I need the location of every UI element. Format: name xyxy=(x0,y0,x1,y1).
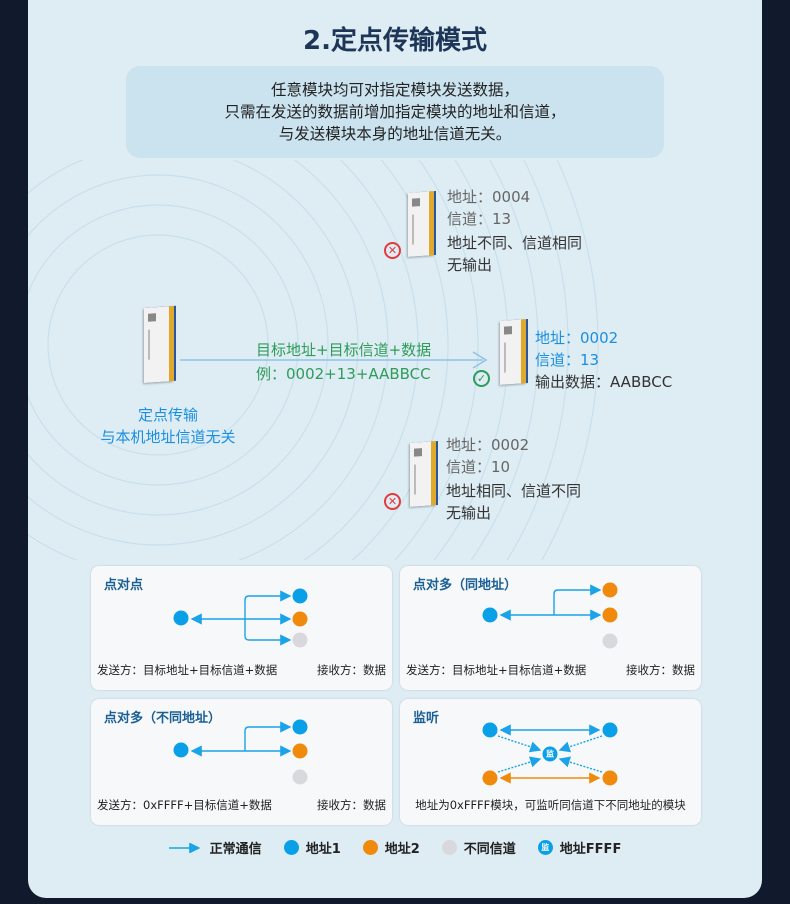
main-card: 2.定点传输模式 任意模块均可对指定模块发送数据， 只需在发送的数据前增加指定模… xyxy=(28,0,762,898)
fail-icon: ✕ xyxy=(384,242,401,259)
diff-channel-dot xyxy=(292,769,308,785)
intro-line: 与发送模块本身的地址信道无关。 xyxy=(278,125,512,143)
diff-channel-dot-icon xyxy=(441,840,457,855)
arrows xyxy=(190,721,292,757)
receiver-desc: 接收方：数据 xyxy=(317,798,386,812)
addr1-dot xyxy=(292,719,308,735)
addr2-dot xyxy=(292,743,308,759)
monitor-desc: 地址为0xFFFF模块，可监听同信道下不同地址的模块 xyxy=(415,798,686,812)
panel-footer: 发送方：目标地址+目标信道+数据 接收方：数据 xyxy=(406,662,695,678)
legend-label: 地址2 xyxy=(384,842,420,857)
link-example: 例：0002+13+AABBCC xyxy=(256,365,431,383)
addr1-dot-icon xyxy=(283,840,299,855)
receiver-result: 无输出 xyxy=(447,256,493,274)
legend-normal: 正常通信 xyxy=(168,838,262,857)
legend-ffff: 监地址FFFF xyxy=(537,838,622,857)
receiver-module xyxy=(408,191,434,257)
arrows xyxy=(499,584,602,621)
legend: 正常通信 地址1 地址2 不同信道 监地址FFFF xyxy=(28,838,762,857)
fail-icon: ✕ xyxy=(384,493,401,510)
receiver-channel: 信道：10 xyxy=(446,458,511,476)
diff-channel-dot xyxy=(292,632,308,648)
receiver-info: 地址：0002 信道：10 地址相同、信道不同 无输出 xyxy=(446,434,581,524)
receiver-note: 地址不同、信道相同 xyxy=(447,234,583,252)
receiver-note: 地址相同、信道不同 xyxy=(446,482,582,500)
arrow-icon xyxy=(168,842,201,853)
addr1-dot xyxy=(173,742,189,758)
link-format: 目标地址+目标信道+数据 xyxy=(256,341,432,359)
panel-footer: 地址为0xFFFF模块，可监听同信道下不同地址的模块 xyxy=(406,797,695,813)
legend-label: 不同信道 xyxy=(463,842,516,857)
panel-point-to-point: 点对点 发送方：目标地址+目标信道+数据 接收方：数据 xyxy=(91,566,392,690)
sender-module xyxy=(144,305,174,384)
panel-point-to-multi-diff: 点对多（不同地址） 发送方：0xFFFF+目标信道+数据 接收方：数据 xyxy=(91,699,392,825)
addr2-dot xyxy=(602,607,618,623)
panel-title: 监听 xyxy=(413,711,440,726)
legend-label: 地址FFFF xyxy=(559,842,622,857)
receiver-info: 地址：0004 信道：13 地址不同、信道相同 无输出 xyxy=(447,186,582,276)
receiver-module xyxy=(410,441,436,507)
arrows xyxy=(497,724,603,784)
addr1-dot xyxy=(482,607,498,623)
sender-desc: 发送方：目标地址+目标信道+数据 xyxy=(97,663,278,677)
addr1-dot xyxy=(482,722,498,738)
addr1-dot xyxy=(173,610,189,626)
addr2-dot xyxy=(482,770,498,786)
receiver-result: 输出数据：AABBCC xyxy=(535,373,673,391)
panel-title: 点对多（同地址） xyxy=(413,578,518,593)
receiver-desc: 接收方：数据 xyxy=(626,663,695,677)
panel-footer: 发送方：目标地址+目标信道+数据 接收方：数据 xyxy=(97,662,386,678)
receiver-channel: 信道：13 xyxy=(535,351,600,369)
addr2-dot xyxy=(602,770,618,786)
panel-title: 点对点 xyxy=(104,578,144,593)
link-label: 目标地址+目标信道+数据 例：0002+13+AABBCC xyxy=(256,338,431,386)
check-icon: ✓ xyxy=(473,370,490,387)
receiver-module xyxy=(500,319,526,385)
monitor-icon: 监 xyxy=(537,840,553,855)
sender-label-2: 与本机地址信道无关 xyxy=(100,428,236,446)
legend-addr1: 地址1 xyxy=(283,838,341,857)
intro-line: 只需在发送的数据前增加指定模块的地址和信道， xyxy=(224,103,566,121)
legend-diff: 不同信道 xyxy=(441,838,516,857)
intro-line: 任意模块均可对指定模块发送数据， xyxy=(270,81,519,99)
legend-label: 正常通信 xyxy=(209,842,262,857)
monitor-node-icon: 监 xyxy=(542,746,558,762)
receiver-info: 地址：0002 信道：13 输出数据：AABBCC xyxy=(535,327,672,393)
receiver-result: 无输出 xyxy=(446,504,492,522)
receiver-address: 地址：0002 xyxy=(535,329,619,347)
panel-title: 点对多（不同地址） xyxy=(104,711,222,726)
receiver-desc: 接收方：数据 xyxy=(317,663,386,677)
sender-label-1: 定点传输 xyxy=(137,406,198,424)
legend-label: 地址1 xyxy=(305,842,341,857)
diff-channel-dot xyxy=(602,633,618,649)
intro-box: 任意模块均可对指定模块发送数据， 只需在发送的数据前增加指定模块的地址和信道， … xyxy=(126,66,664,158)
panel-footer: 发送方：0xFFFF+目标信道+数据 接收方：数据 xyxy=(97,797,386,813)
receiver-address: 地址：0002 xyxy=(446,436,530,454)
legend-addr2: 地址2 xyxy=(362,838,420,857)
receiver-channel: 信道：13 xyxy=(447,210,512,228)
addr2-dot xyxy=(602,582,618,598)
page-title: 2.定点传输模式 xyxy=(303,26,487,56)
arrows xyxy=(190,590,292,646)
sender-desc: 发送方：0xFFFF+目标信道+数据 xyxy=(97,798,272,812)
addr2-dot xyxy=(292,611,308,627)
sender-desc: 发送方：目标地址+目标信道+数据 xyxy=(406,663,587,677)
sender-label: 定点传输 与本机地址信道无关 xyxy=(68,404,268,448)
receiver-address: 地址：0004 xyxy=(447,188,531,206)
addr1-dot xyxy=(602,722,618,738)
addr2-dot-icon xyxy=(362,840,378,855)
addr1-dot xyxy=(292,588,308,604)
panel-monitor: 监听 监 地址为0xFFFF模块，可监听同信道下不同地址的模块 xyxy=(400,699,701,825)
panel-point-to-multi-same: 点对多（同地址） 发送方：目标地址+目标信道+数据 接收方：数据 xyxy=(400,566,701,690)
